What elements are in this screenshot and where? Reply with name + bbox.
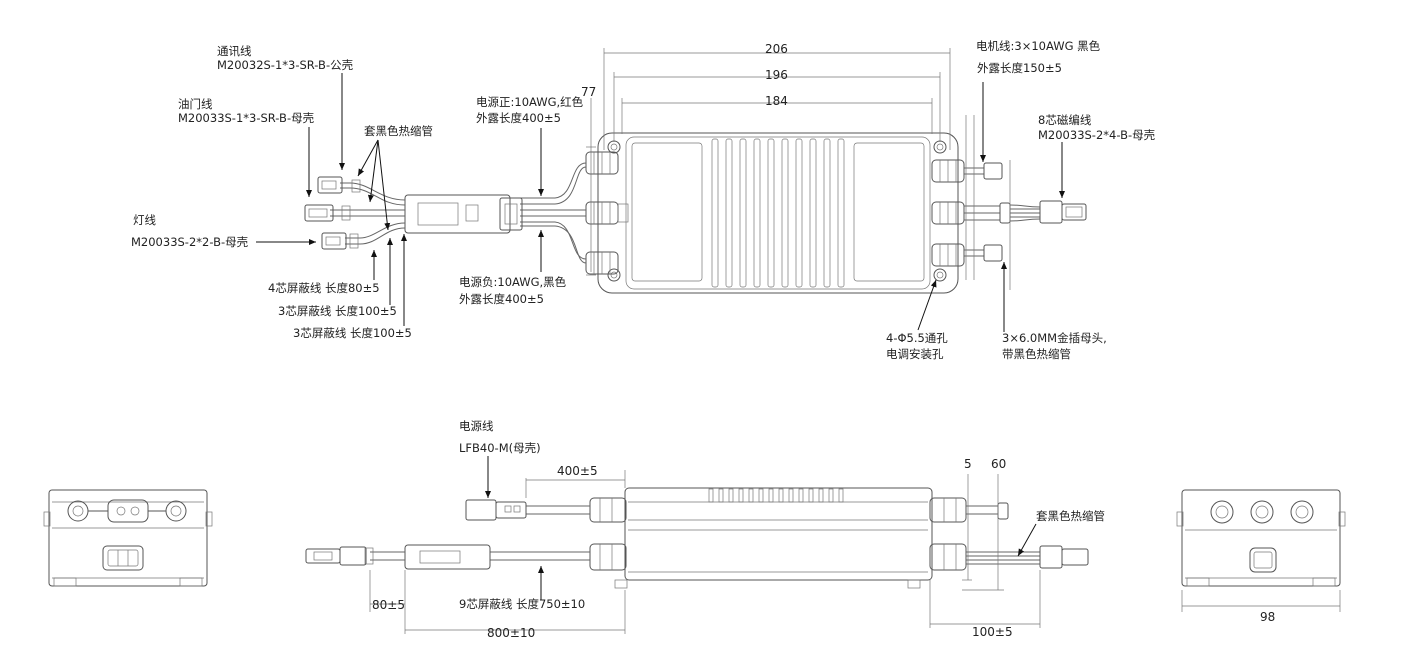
left-cables [304,162,587,264]
light-cable-part: M20033S-2*2-B-母壳 [131,235,249,249]
dim-400: 400±5 [557,464,598,478]
top-leaders [256,73,1065,332]
side-fins [708,488,844,503]
motor-cable-line1: 电机线:3×10AWG 黑色 [976,39,1101,53]
terminal-line2: 带黑色热缩管 [1002,347,1071,361]
controller-body-top [597,132,959,294]
dim-98: 98 [1260,610,1275,624]
throttle-cable-title: 油门线 [178,97,213,111]
power-neg-line1: 电源负:10AWG,黑色 [459,275,567,289]
power-cable-part: LFB40-M(母壳) [459,441,541,455]
top-view: 通讯线 M20032S-1*3-SR-B-公壳 油门线 M20033S-1*3-… [131,39,1156,361]
shield-4-label: 4芯屏蔽线 长度80±5 [268,281,380,295]
dim-206: 206 [765,42,788,56]
comm-cable-title: 通讯线 [217,44,252,58]
right-cables [964,162,1087,262]
mounting-holes [607,140,947,282]
power-cable-title: 电源线 [459,419,494,433]
top-dimensions [586,48,1011,290]
encoder-cable-title: 8芯磁编线 [1038,113,1092,127]
power-neg-line2: 外露长度400±5 [459,292,544,306]
encoder-cable-part: M20033S-2*4-B-母壳 [1038,128,1156,142]
right-end-view: 98 [1176,489,1346,624]
dim-184: 184 [765,94,788,108]
power-pos-line2: 外露长度400±5 [476,111,561,125]
dim-77: 77 [581,85,596,99]
shield-3a-label: 3芯屏蔽线 长度100±5 [278,304,397,318]
power-pos-line1: 电源正:10AWG,红色 [476,95,584,109]
heatsink-fins [711,138,845,288]
side-view: 电源线 LFB40-M(母壳) 400±5 5 60 套黑色热缩管 80±5 9… [305,419,1105,640]
right-cable-glands [931,159,965,267]
dim-800: 800±10 [487,626,535,640]
holes-line1: 4-Φ5.5通孔 [886,331,948,345]
motor-cable-line2: 外露长度150±5 [977,61,1062,75]
left-end-view [43,489,213,587]
shield-3b-label: 3芯屏蔽线 长度100±5 [293,326,412,340]
comm-cable-part: M20032S-1*3-SR-B-公壳 [217,58,354,72]
light-cable-title: 灯线 [133,213,156,227]
dim-5: 5 [964,457,972,471]
holes-line2: 电调安装孔 [886,347,944,361]
heatshrink-note-top: 套黑色热缩管 [364,124,433,138]
left-cable-glands [585,151,629,275]
throttle-cable-part: M20033S-1*3-SR-B-母壳 [178,111,315,125]
dim-100: 100±5 [972,625,1013,639]
terminal-line1: 3×6.0MM金插母头, [1002,331,1107,345]
dim-196: 196 [765,68,788,82]
shield-9-label: 9芯屏蔽线 长度750±10 [459,597,585,611]
dim-80: 80±5 [372,598,405,612]
dim-60: 60 [991,457,1006,471]
heatshrink-note-side: 套黑色热缩管 [1036,509,1105,523]
